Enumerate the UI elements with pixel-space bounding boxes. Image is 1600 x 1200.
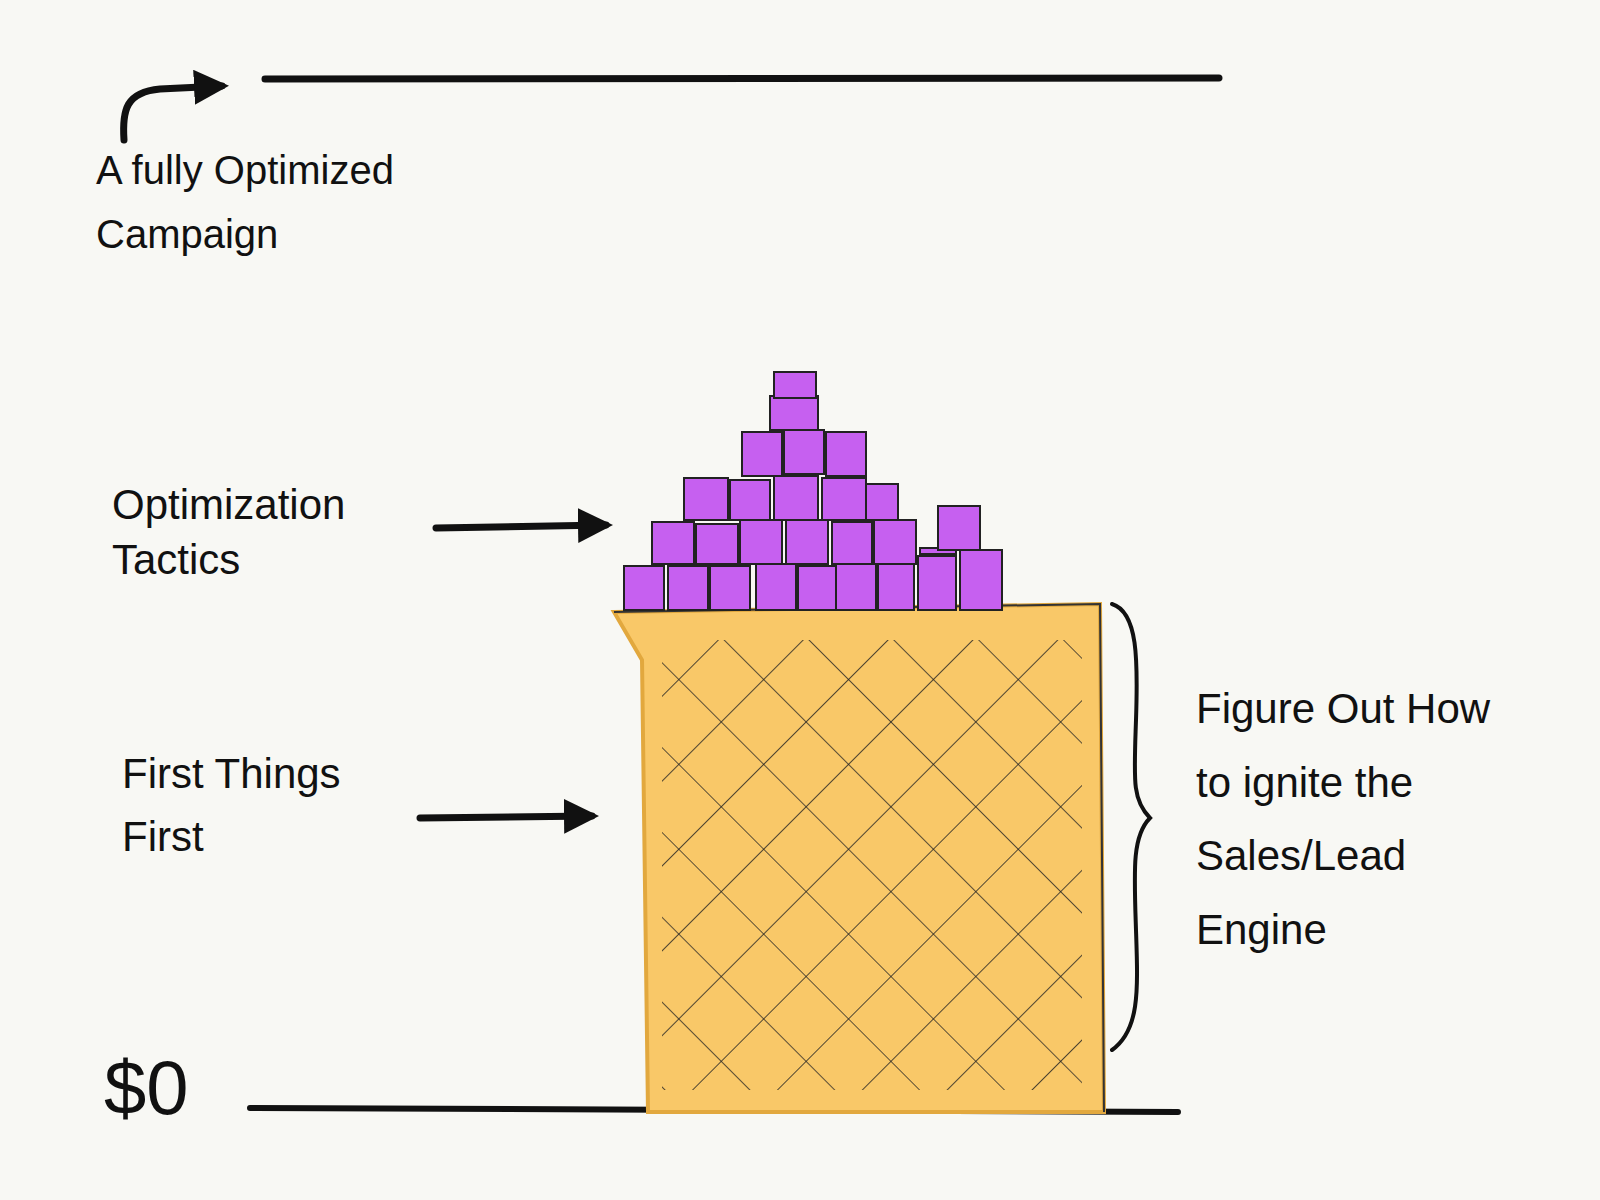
target-line xyxy=(265,78,1219,79)
block-outline xyxy=(614,604,1104,1112)
pointer-arrow xyxy=(436,525,606,528)
axis-value: $0 xyxy=(104,1046,264,1130)
curved-arrow xyxy=(124,86,222,140)
brace-label: Figure Out How to ignite the Sales/Lead … xyxy=(1196,672,1526,966)
brace xyxy=(1112,604,1150,1050)
foundation-block xyxy=(614,604,1104,1112)
tactic-blocks xyxy=(624,372,1002,610)
crosshatch xyxy=(662,640,1082,1090)
goal-label: A fully Optimized Campaign xyxy=(96,138,516,266)
pointer-arrow xyxy=(420,816,592,818)
layer-label: Optimization Tactics xyxy=(112,478,412,587)
layer-label: First Things First xyxy=(122,742,412,868)
